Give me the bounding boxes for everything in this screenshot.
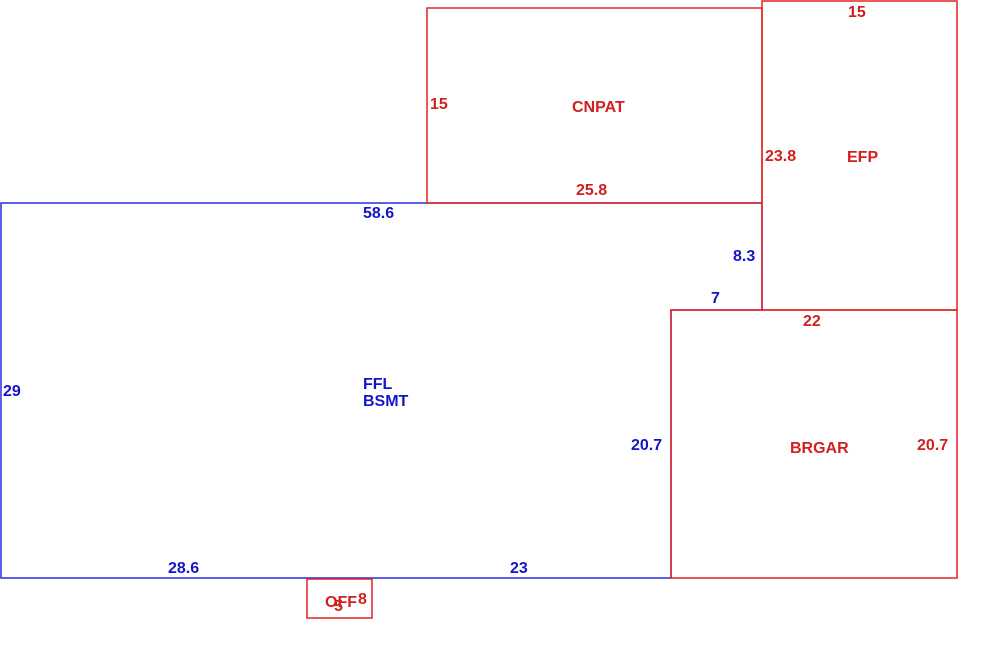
main-dim-bottom-left: 28.6 xyxy=(168,560,199,577)
main-dim-bottom-right: 23 xyxy=(510,560,528,577)
efp-dim-top: 15 xyxy=(848,4,866,21)
efp-dim-left: 23.8 xyxy=(765,148,796,165)
main-area-name-line1: FFL xyxy=(363,376,393,393)
cnpat-dim-bottom: 25.8 xyxy=(576,182,607,199)
brgar-dim-right: 20.7 xyxy=(917,437,948,454)
brgar-dim-top: 22 xyxy=(803,313,821,330)
brgar-outline xyxy=(670,309,958,579)
off-outline xyxy=(306,578,373,619)
off-dim-b: 8 xyxy=(358,591,367,608)
main-dim-step: 7 xyxy=(711,290,720,307)
main-area-name-line2: BSMT xyxy=(363,393,409,410)
main-dim-left: 29 xyxy=(3,383,21,400)
efp-name: EFP xyxy=(847,149,878,166)
main-dim-right-upper: 8.3 xyxy=(733,248,755,265)
off-dim-a: 5 xyxy=(334,598,343,615)
cnpat-dim-left: 15 xyxy=(430,96,448,113)
main-dim-top: 58.6 xyxy=(363,205,394,222)
off-name: OFF xyxy=(325,594,357,611)
main-dim-right-lower: 20.7 xyxy=(631,437,662,454)
brgar-name: BRGAR xyxy=(790,440,849,457)
cnpat-name: CNPAT xyxy=(572,99,625,116)
